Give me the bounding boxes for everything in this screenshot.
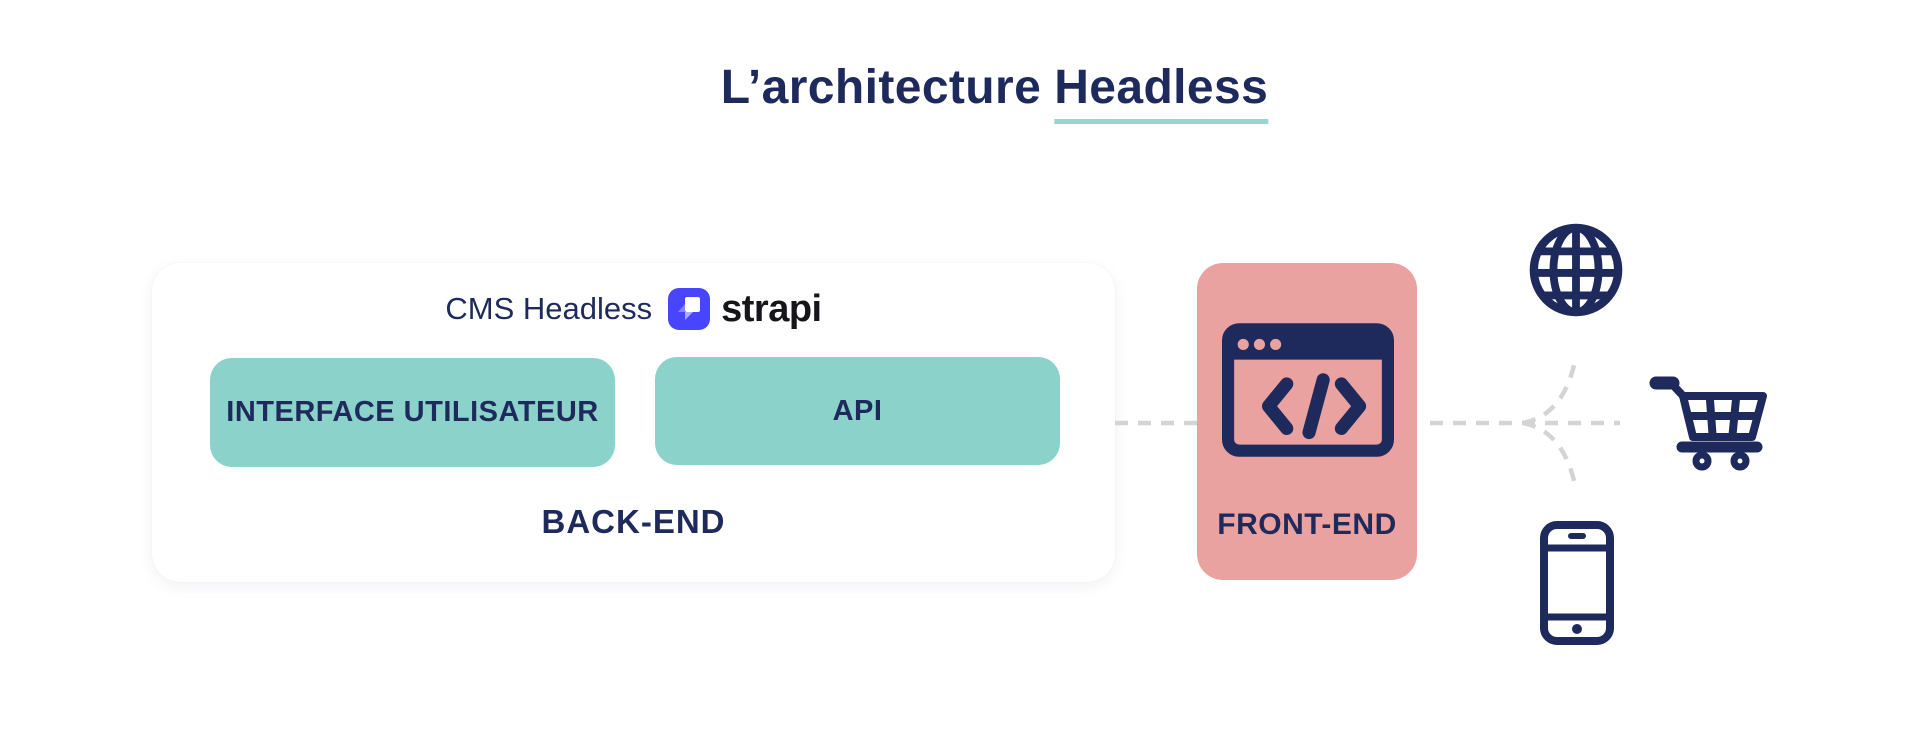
api-block: API: [655, 357, 1060, 465]
interface-utilisateur-label: INTERFACE UTILISATEUR: [226, 396, 599, 428]
title-prefix: L’architecture: [720, 61, 1042, 114]
strapi-wordmark: strapi: [721, 287, 822, 330]
shopping-cart-icon: [1649, 376, 1767, 471]
backend-card-header: CMS Headless strapi: [152, 285, 1115, 333]
frontend-label: FRONT-END: [1217, 508, 1397, 541]
api-label: API: [832, 394, 883, 427]
frontend-card: FRONT-END: [1197, 263, 1417, 580]
strapi-brand: strapi: [668, 287, 822, 331]
frontend-to-phone-connector: [1522, 420, 1579, 491]
connector-dashed-lines: [1115, 355, 1620, 491]
backend-label: BACK-END: [541, 503, 726, 540]
interface-utilisateur-block: INTERFACE UTILISATEUR: [210, 358, 615, 467]
title-highlight: Headless: [1054, 60, 1269, 124]
mobile-phone-icon: [1540, 521, 1614, 645]
globe-icon: [1529, 223, 1623, 317]
strapi-logo-icon: [668, 288, 711, 330]
code-browser-icon: [1222, 323, 1394, 457]
frontend-to-globe-connector: [1522, 355, 1579, 426]
backend-card: CMS Headless strapi INTERFACE UTILISATEU…: [152, 263, 1115, 582]
cms-headless-label: CMS Headless: [445, 291, 653, 326]
